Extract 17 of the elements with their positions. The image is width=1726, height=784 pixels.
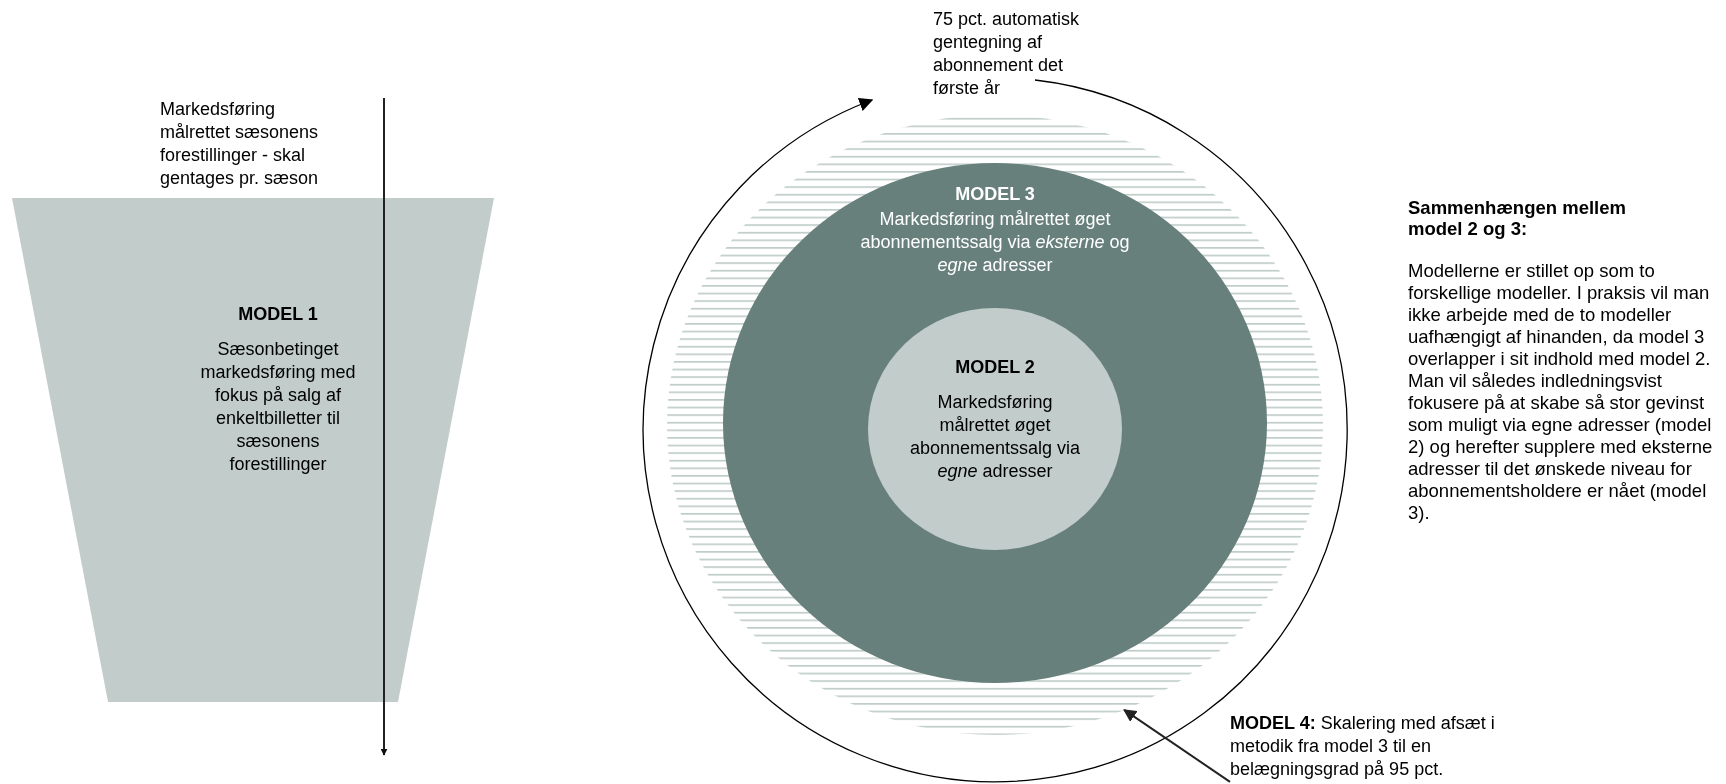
inner-circle (868, 308, 1122, 550)
model-title: MODEL 3 (954, 183, 1036, 206)
model-description: Sæsonbetinget markedsføring med fokus på salg af enkeltbilletter til sæsonens forestillinger (199, 338, 357, 476)
hatched-ring (667, 115, 1323, 735)
model-description: Markedsføring målrettet øget abonnementssalg via eksterne og egne adresser (860, 208, 1130, 277)
arrow (380, 97, 388, 756)
funnel-shape (12, 198, 494, 702)
cycle-label: 75 pct. automatisk gentegning af abonnement det første år (933, 8, 1081, 100)
note-text: Modellerne er stillet op som to forskellige modeller. I praksis vil man ikke arbejde med de to modeller uafhængigt af hinanden, da model 3 overlapper i sit indhold med model 2. Man vil således indledningsvist fokusere på at skabe så stor gevinst som muligt via egne adresser (model 2) og herefter supplere med eksterne adresser til det ønskede niveau for abonnementsholdere er nået (model 3). (1408, 260, 1714, 524)
model-title: MODEL 2 (954, 356, 1036, 379)
model-title: MODEL 1 (237, 303, 319, 326)
model-description: Markedsføring målrettet øget abonnementssalg via egne adresser (908, 391, 1082, 483)
model-note: MODEL 4: Skalering med afsæt i metodik fra model 3 til en belægningsgrad på 95 pct. (1230, 712, 1496, 781)
arrow (1123, 708, 1231, 783)
note-heading: Sammenhængen mellem model 2 og 3: (1408, 197, 1627, 239)
dark-circle (723, 163, 1267, 683)
arrow-caption: Markedsføring målrettet sæsonens forestillinger - skal gentages pr. sæson (160, 98, 320, 190)
